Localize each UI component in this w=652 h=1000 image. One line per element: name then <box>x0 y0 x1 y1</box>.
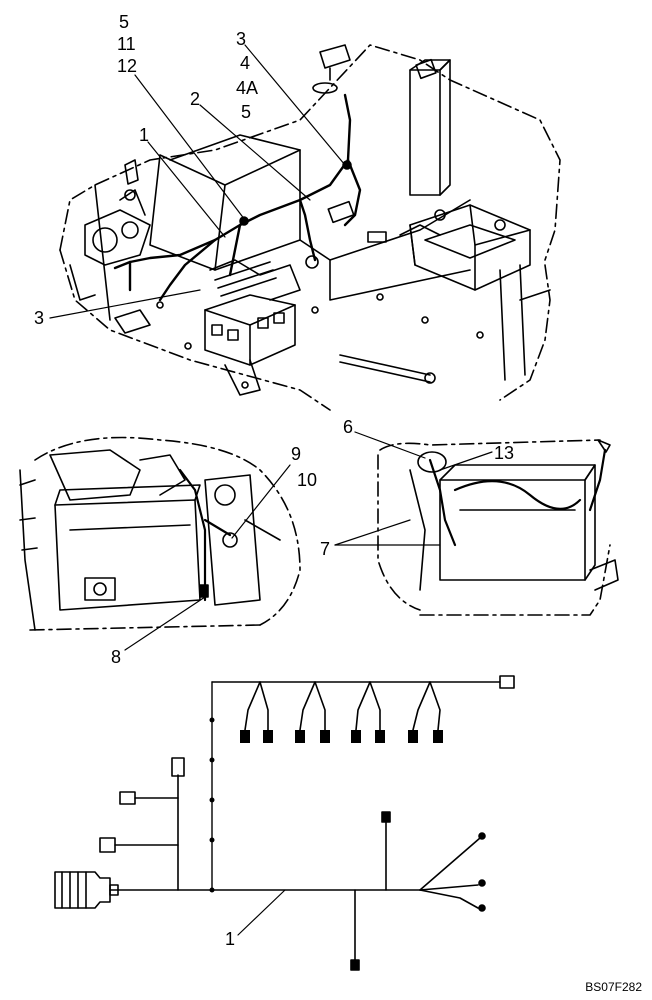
leader-lines <box>49 44 493 936</box>
left-inset-view <box>19 436 301 631</box>
callout-3-upper: 3 <box>236 29 247 49</box>
top-machine-view <box>59 44 561 411</box>
callout-11: 11 <box>117 34 136 54</box>
callout-2: 2 <box>190 89 201 109</box>
callout-9: 9 <box>291 444 302 464</box>
callout-3-lower: 3 <box>34 308 45 328</box>
callout-8: 8 <box>111 647 122 667</box>
callout-4a: 4A <box>236 78 259 98</box>
callout-13: 13 <box>494 443 515 463</box>
callout-5-top: 5 <box>119 12 130 32</box>
callout-1-harness: 1 <box>225 929 236 949</box>
callout-6: 6 <box>343 417 354 437</box>
callout-1-top: 1 <box>139 125 150 145</box>
drawing-code: BS07F282 <box>585 980 642 994</box>
callout-4: 4 <box>240 53 251 73</box>
right-inset-view <box>377 439 619 616</box>
callout-5-lower: 5 <box>241 102 252 122</box>
harness-schematic <box>54 675 515 971</box>
callout-12: 12 <box>117 56 138 76</box>
callout-10: 10 <box>297 470 318 490</box>
callout-7: 7 <box>320 539 331 559</box>
